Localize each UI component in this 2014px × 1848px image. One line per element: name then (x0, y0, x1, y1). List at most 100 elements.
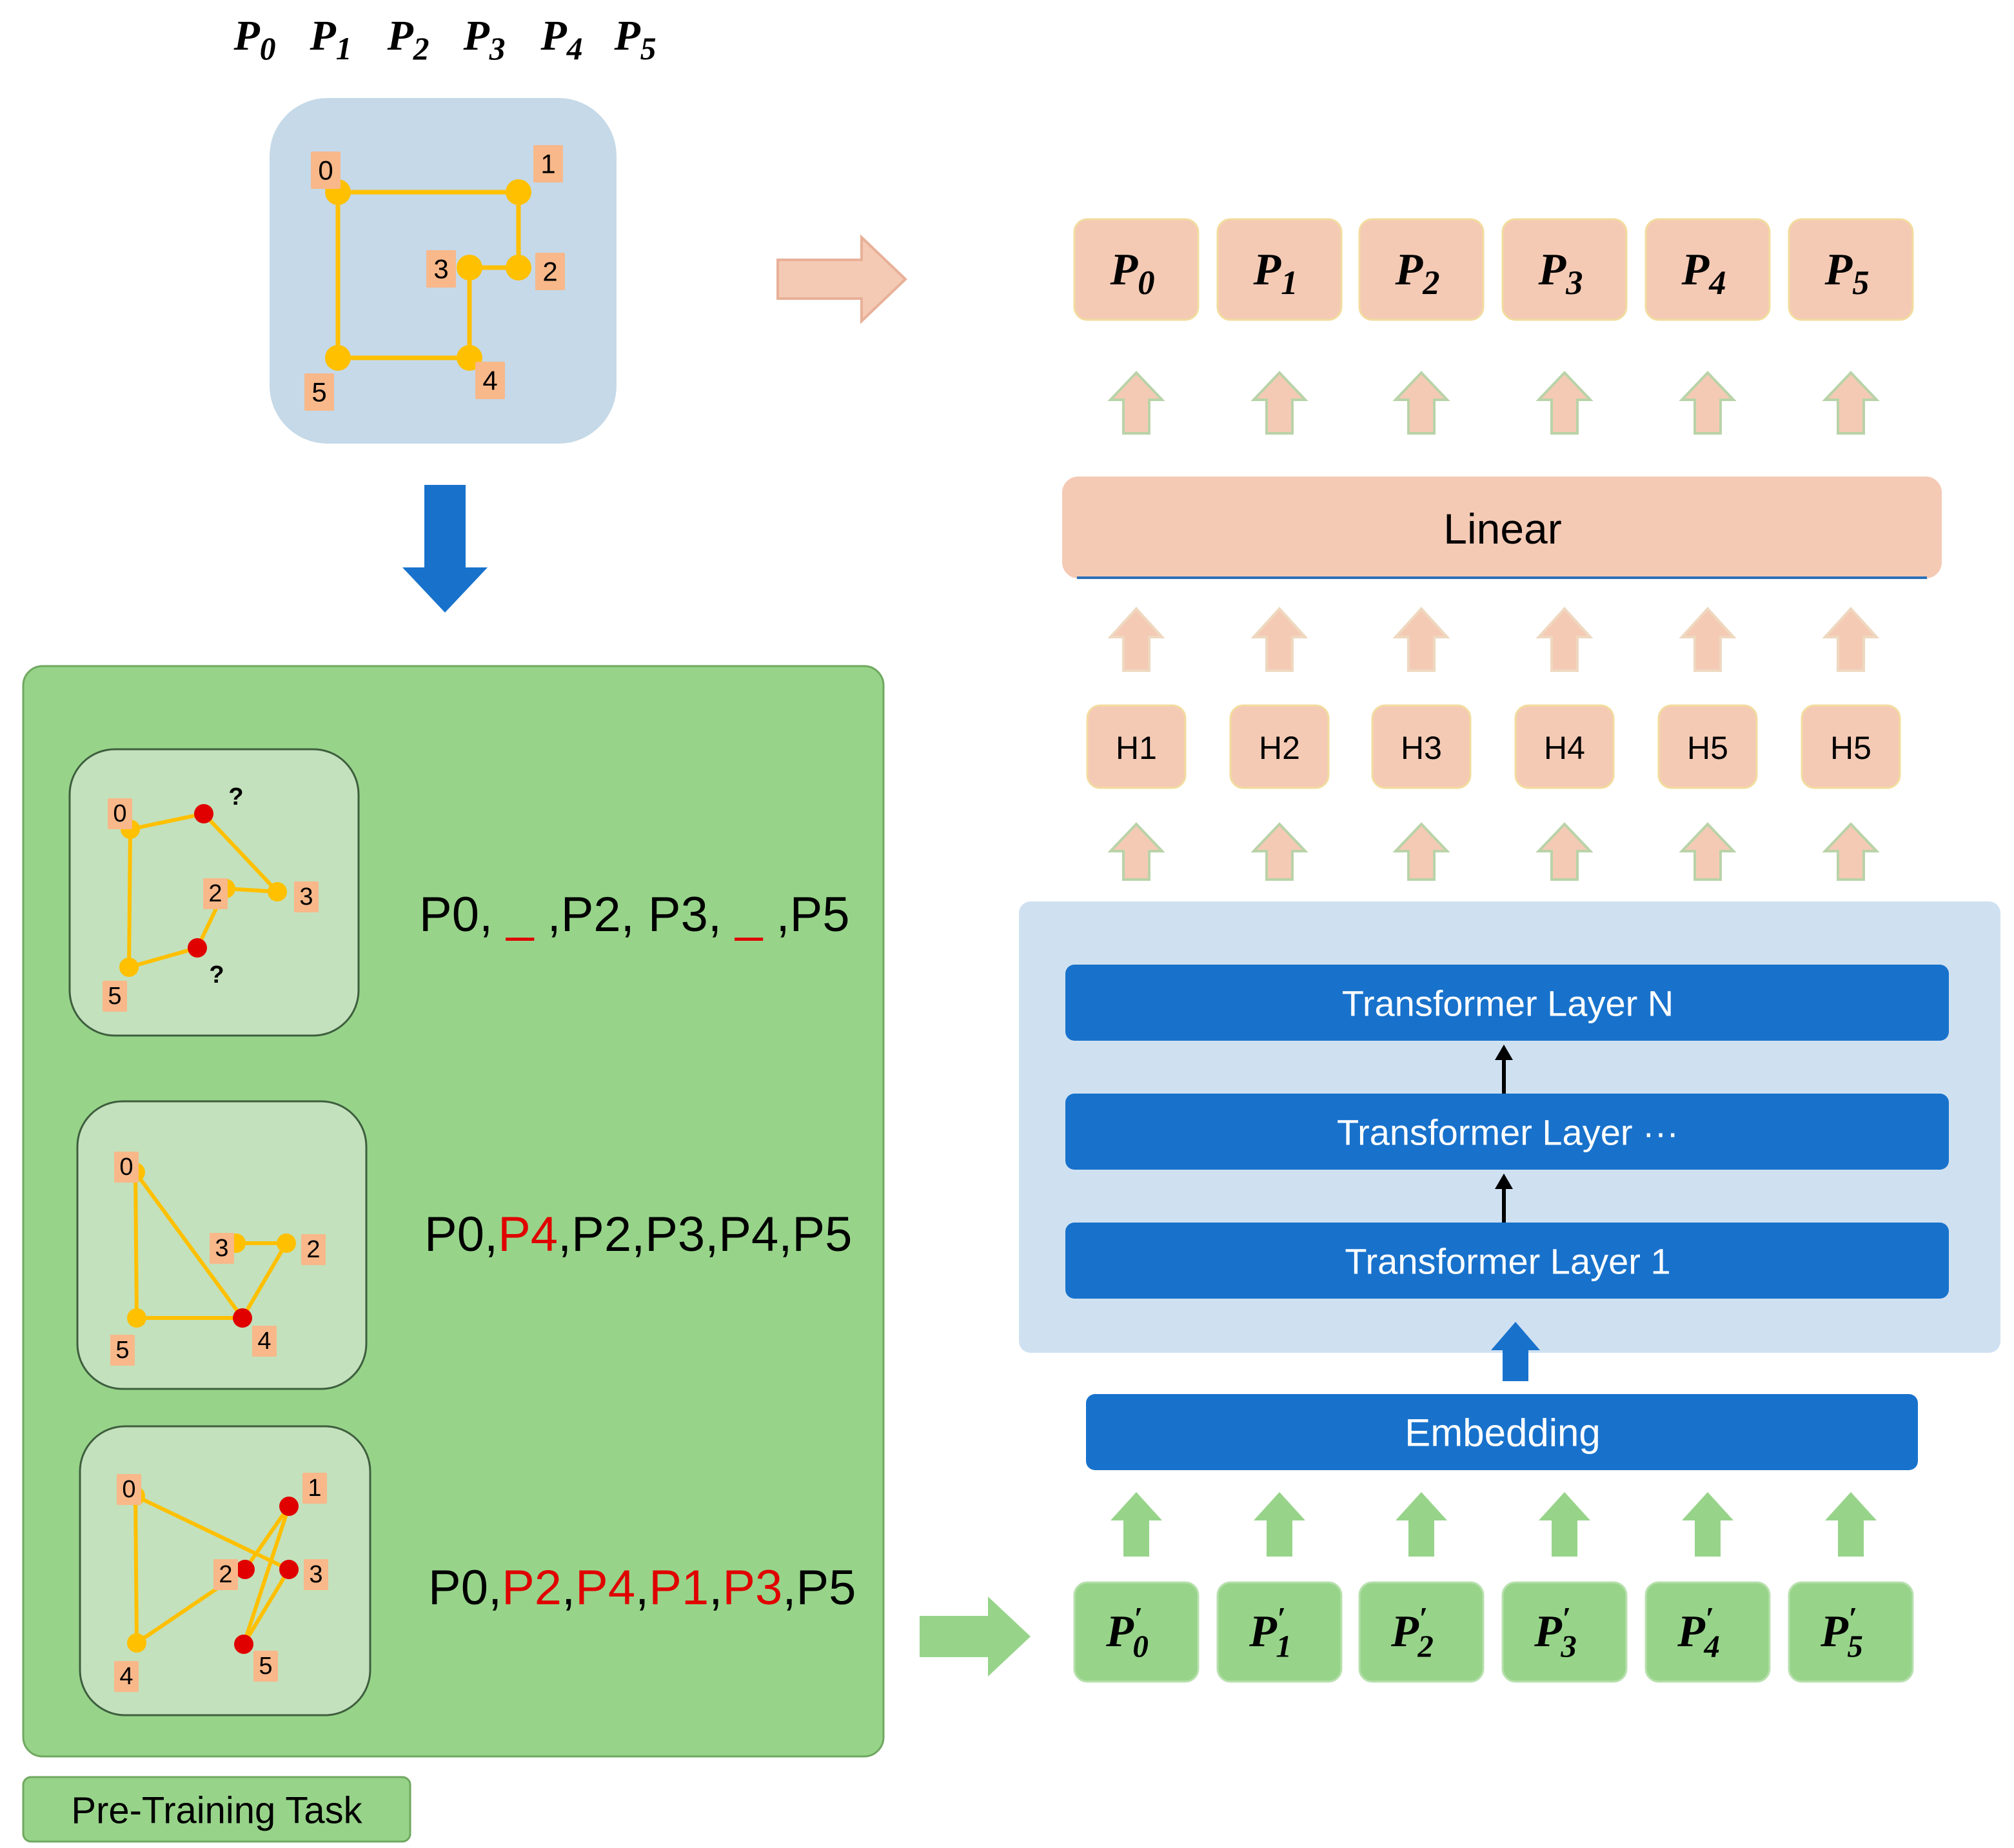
up-arrow-output (1250, 371, 1308, 435)
token-subscript: 0 (1132, 1628, 1149, 1664)
node-label-box (304, 1559, 328, 1590)
output-token: P3 (1537, 245, 1583, 302)
output-token-box (1216, 218, 1343, 321)
node-label: 4 (257, 1328, 271, 1355)
node-label-box (210, 1233, 234, 1264)
node-label: 2 (542, 257, 557, 287)
node-label: 5 (259, 1653, 272, 1680)
masked-node (233, 1308, 252, 1328)
token-subscript: 2 (1417, 1628, 1434, 1664)
graph-node (127, 1633, 146, 1653)
hidden-state-label: H2 (1259, 730, 1300, 766)
token-base: P (1537, 245, 1566, 295)
up-arrow-input (1396, 1492, 1447, 1557)
masked-token: P3 (722, 1560, 782, 1615)
masked-sequence: P0, _ ,P2, P3, _ ,P5 (419, 887, 850, 942)
up-arrow-output (1392, 371, 1450, 435)
output-token: P2 (1394, 245, 1439, 302)
node-label-box (203, 878, 228, 909)
masked-sequence: P0,P2,P4,P1,P3,P5 (428, 1560, 856, 1615)
node-label: 3 (433, 254, 448, 284)
token-base: P (1105, 1607, 1134, 1656)
node-label-box (301, 1234, 326, 1265)
unknown-node-label: ? (209, 961, 224, 988)
graph-node (325, 345, 351, 371)
input-token: P′4 (1677, 1600, 1720, 1664)
transformer-layer-box (1065, 1223, 1949, 1299)
token-prime: ′ (1705, 1600, 1714, 1636)
graph-edge (127, 829, 132, 968)
token-base: P (1820, 1607, 1849, 1656)
node-label-box (110, 1335, 135, 1366)
header-token: P0 (233, 12, 275, 66)
unknown-node-label: ? (228, 783, 243, 811)
node-label: 3 (309, 1561, 322, 1588)
hidden-state-label: H5 (1687, 730, 1728, 766)
up-arrow-linear (1535, 607, 1594, 672)
node-label-box (426, 250, 456, 288)
node-label: 0 (122, 1476, 135, 1503)
graph-node (119, 958, 139, 977)
token-base: P (1394, 245, 1423, 295)
node-label-box (213, 1559, 238, 1590)
hidden-state-box (1371, 704, 1472, 789)
input-token: P′0 (1105, 1600, 1149, 1664)
pretraining-caption: Pre-Training Task (71, 1790, 362, 1832)
pretraining-caption-box (22, 1776, 411, 1843)
token-prime: ′ (1277, 1600, 1286, 1636)
up-arrow-input (1825, 1492, 1877, 1557)
hidden-state-box (1229, 704, 1330, 789)
up-arrow-hidden (1392, 822, 1450, 881)
node-label-box (253, 1651, 278, 1682)
layer-arrow-head (1495, 1174, 1513, 1189)
up-arrow-input (1111, 1492, 1162, 1557)
input-token: P′1 (1249, 1600, 1292, 1664)
up-arrow-linear (1679, 607, 1737, 672)
up-arrow-hidden (1679, 822, 1737, 881)
node-label-box (252, 1326, 277, 1357)
header-token: P4 (540, 12, 582, 66)
token-subscript: 2 (1422, 264, 1439, 302)
graph-edge (243, 1505, 291, 1571)
input-token: P′5 (1820, 1600, 1863, 1664)
output-token-box (1073, 218, 1200, 321)
input-token-box (1358, 1581, 1485, 1683)
masked-node (235, 1560, 255, 1579)
token-subscript: 5 (1852, 264, 1869, 302)
graph-edge (133, 1495, 139, 1644)
output-token: P1 (1252, 245, 1298, 302)
node-label: 3 (215, 1235, 228, 1262)
transformer-layer-label: Transformer Layer 1 (1345, 1241, 1670, 1282)
graph-edge (242, 1568, 291, 1646)
node-label: 5 (311, 377, 326, 408)
up-arrow-output (1679, 371, 1737, 435)
input-token-box (1644, 1581, 1771, 1683)
sequence-text: ,P5 (782, 1560, 856, 1615)
sequence-text: ,P5 (762, 887, 849, 942)
token-subscript: 4 (566, 30, 583, 66)
token-prime: ′ (1134, 1600, 1143, 1636)
token-prime: ′ (1419, 1600, 1428, 1636)
token-base: P (1824, 245, 1853, 295)
node-label-box (302, 1473, 327, 1504)
top-right-arrow (776, 234, 907, 324)
node-label-box (117, 1474, 141, 1505)
up-arrow-output (1822, 371, 1880, 435)
token-base: P (613, 12, 640, 59)
bottom-right-arrow (920, 1597, 1031, 1676)
token-subscript: 5 (1847, 1628, 1863, 1664)
node-label: 5 (115, 1337, 129, 1364)
token-subscript: 3 (1560, 1628, 1577, 1664)
graph-edge (130, 812, 204, 831)
masked-token: P1 (649, 1560, 709, 1615)
token-base: P (462, 12, 489, 59)
masked-node (279, 1497, 299, 1516)
node-label-box (535, 253, 565, 290)
down-arrow (402, 485, 488, 613)
node-label-box (533, 145, 563, 182)
input-token-box (1073, 1581, 1200, 1683)
hidden-state-box (1657, 704, 1758, 789)
token-base: P (540, 12, 567, 59)
up-arrow-linear (1250, 607, 1308, 672)
